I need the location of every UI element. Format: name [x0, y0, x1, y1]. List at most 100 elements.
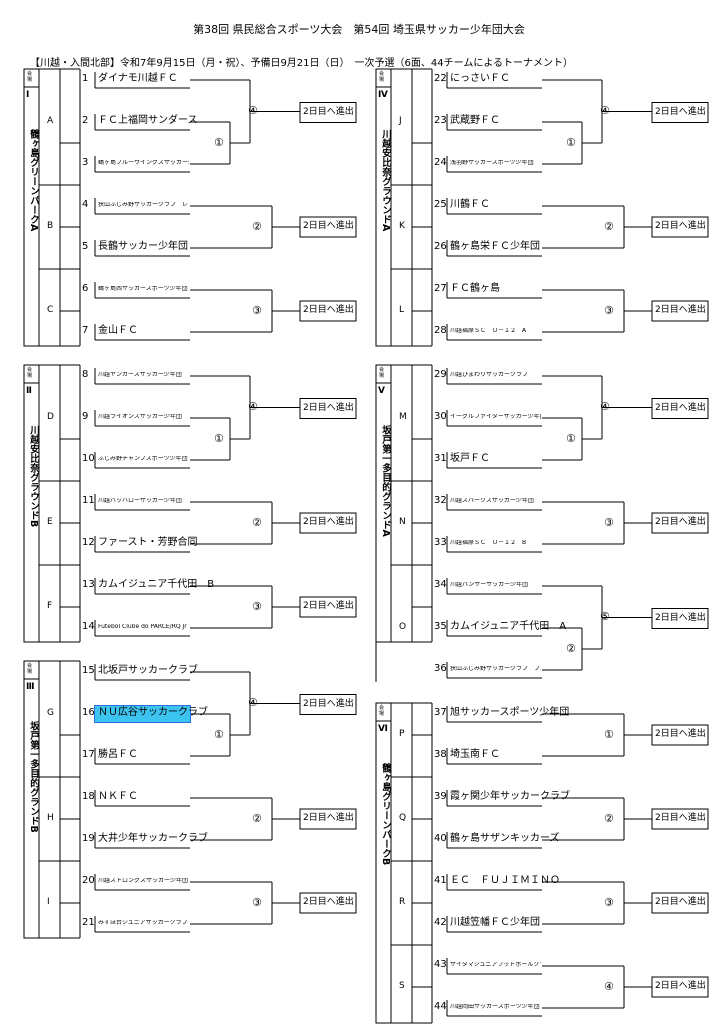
team-name: 川越ライオンズサッカー少年団 [98, 414, 182, 420]
team-number: 35 [434, 621, 447, 632]
team-name: 川越福原ＳＣ Ｕ－１２ B [450, 540, 527, 546]
venue-name: 坂戸第一多目的グランドA [380, 425, 391, 537]
advance-label: 2日目へ進出 [655, 612, 706, 623]
team-number: 21 [82, 917, 95, 928]
venue-name: 鶴ヶ島グリーンパークA [28, 129, 39, 232]
team-name: 金山ＦＣ [98, 325, 138, 336]
venue-number: Ⅵ [378, 724, 388, 734]
team-name: ダイナモ川越ＦＣ [98, 73, 178, 84]
advance-label: 2日目へ進出 [303, 402, 354, 413]
venue-header-char: 場 [27, 373, 33, 379]
venue-name: 川越安比奈グラウンドB [28, 425, 39, 528]
team-name: 川越バッハローサッカー少年団 [98, 498, 182, 504]
venue-header-char: 場 [379, 77, 385, 83]
team-number: 25 [434, 199, 447, 210]
group-letter: H [47, 813, 54, 823]
team-name: 北坂戸サッカークラブ [98, 665, 198, 676]
match-number-badge: ④ [600, 399, 610, 413]
advance-label: 2日目へ進出 [303, 897, 354, 907]
group-letter: O [399, 622, 407, 632]
group-letter: M [399, 412, 407, 422]
match-number-badge: ③ [604, 304, 614, 317]
team-name: 川越福原ＳＣ Ｕ－１２ A [450, 328, 527, 334]
group-letter: I [47, 897, 50, 907]
team-number: 7 [82, 325, 89, 336]
team-name: 坂戸ＦＣ [450, 453, 490, 464]
match-number-badge: ② [604, 220, 614, 233]
advance-label: 2日目へ進出 [303, 601, 354, 611]
advance-label: 2日目へ進出 [655, 729, 706, 739]
team-name: みずほ台ジュニアサッカークラブ [98, 920, 188, 926]
group-letter: J [399, 116, 402, 126]
team-name: 狭山ふじみ野サッカークラブ ブルー [450, 666, 541, 672]
advance-box [651, 512, 709, 534]
venue-header-char: 場 [379, 711, 385, 717]
advance-label: 2日目へ進出 [655, 517, 706, 527]
team-number: 12 [82, 537, 95, 548]
advance-label: 2日目へ進出 [655, 106, 706, 117]
advance-label: 2日目へ進出 [655, 897, 706, 907]
match-number-badge: ④ [600, 103, 610, 117]
team-number: 40 [434, 833, 447, 844]
match-number-badge: ② [252, 812, 262, 825]
advance-box [299, 512, 357, 534]
venue-number: Ⅴ [378, 386, 385, 396]
team-name: 鶴ヶ島ブルーウイングスサッカー少年団 [98, 160, 189, 166]
match-number-badge: ③ [252, 304, 262, 317]
team-name: 狭山ふじみ野サッカークラブ レッド [98, 202, 189, 208]
team-number: 26 [434, 241, 447, 252]
venue-header-char: 会 [379, 367, 385, 373]
advance-label: 2日目へ進出 [303, 106, 354, 117]
team-name: ふじみ野チャンプスポーツ少年団 [98, 456, 188, 462]
team-name: 川越岡田サッカースポーツ少年団 [450, 1004, 540, 1010]
advance-box [299, 398, 357, 419]
match-number-badge: ① [214, 728, 224, 741]
team-name: 鶴ヶ島栄ＦＣ少年団 [450, 241, 540, 252]
advance-label: 2日目へ進出 [303, 305, 354, 315]
team-number: 34 [434, 579, 447, 590]
group-letter: K [399, 221, 405, 231]
team-name: 川越スパークスサッカー少年団 [450, 498, 534, 504]
match-number-badge: ② [252, 516, 262, 529]
team-name: にっさいＦＣ [450, 73, 510, 84]
match-number-badge: ② [604, 812, 614, 825]
match-number-badge: ② [252, 220, 262, 233]
team-number: 20 [82, 875, 95, 886]
advance-label: 2日目へ進出 [303, 813, 354, 823]
advance-box [299, 300, 357, 322]
match-number-badge: ③ [252, 896, 262, 909]
team-name: 川越パンサーサッカー少年団 [450, 582, 529, 588]
team-number: 42 [434, 917, 447, 928]
team-number: 16 [82, 707, 95, 718]
advance-box [651, 808, 709, 830]
team-name: 長鶴サッカー少年団 [98, 241, 188, 252]
team-number: 27 [434, 283, 447, 294]
team-name: 勝呂ＦＣ [98, 749, 138, 760]
team-name: カムイジュニア千代田 B [98, 579, 215, 590]
advance-box [651, 102, 709, 123]
team-name: Futebol Clube do PARCE/RQ Jr [98, 624, 187, 630]
match-number-badge: ④ [604, 980, 614, 993]
group-letter: B [47, 221, 54, 231]
advance-box [651, 608, 709, 629]
team-number: 6 [82, 283, 89, 294]
venue-number: Ⅰ [26, 90, 30, 100]
team-number: 11 [82, 495, 95, 506]
team-number: 8 [82, 369, 89, 380]
page-title: 第38回 県民総合スポーツ大会 第54回 埼玉県サッカー少年団大会 [193, 23, 525, 36]
match-number-badge: ③ [604, 896, 614, 909]
team-name: サイタマジュニアフットボールクラブ [450, 962, 541, 968]
advance-box [651, 300, 709, 322]
venue-header-char: 会 [379, 705, 385, 711]
advance-label: 2日目へ進出 [655, 402, 706, 413]
group-letter: N [399, 517, 406, 527]
advance-box [299, 596, 357, 618]
match-number-badge: ① [214, 432, 224, 445]
team-number: 14 [82, 621, 95, 632]
team-name: 鶴ヶ島西サッカースポーツ少年団 [98, 286, 188, 292]
team-number: 2 [82, 115, 89, 126]
team-number: 44 [434, 1001, 447, 1012]
match-number-badge: ① [604, 728, 614, 741]
team-number: 37 [434, 707, 447, 718]
advance-box [299, 694, 357, 715]
